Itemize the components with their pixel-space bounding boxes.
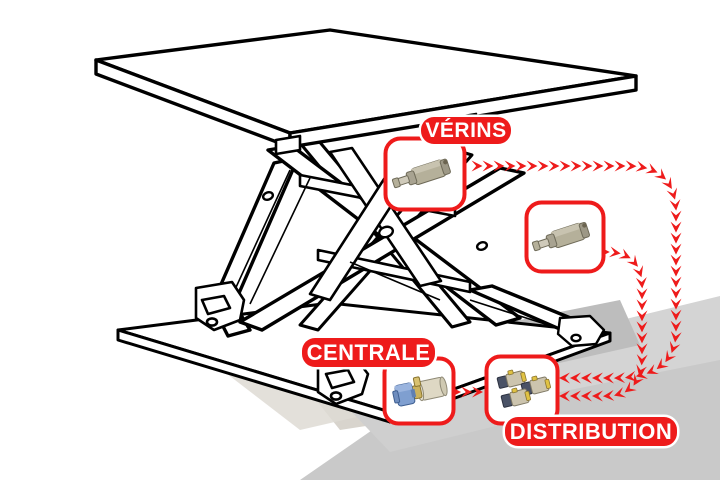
scissor-pivot-pins <box>261 191 489 251</box>
cylinder-upper-callout-box[interactable] <box>383 136 467 212</box>
arm-guide-rails <box>231 169 571 333</box>
hydraulic-power-unit-icon <box>392 376 448 407</box>
label-centrale: CENTRALE <box>302 338 435 367</box>
cylinder-lower-callout-box[interactable] <box>524 200 606 274</box>
label-verins: VÉRINS <box>421 117 511 144</box>
label-distribution: DISTRIBUTION <box>505 417 677 446</box>
roller-fitting-left <box>194 280 246 332</box>
solenoid-valve-manifold-icon <box>496 369 551 408</box>
valve-block-callout-box[interactable] <box>484 354 560 426</box>
roller-fitting-rear <box>556 314 606 348</box>
hydraulic-cylinder-icon <box>391 158 451 189</box>
hydraulic-cylinder-icon <box>531 221 590 252</box>
top-platform <box>94 28 638 149</box>
